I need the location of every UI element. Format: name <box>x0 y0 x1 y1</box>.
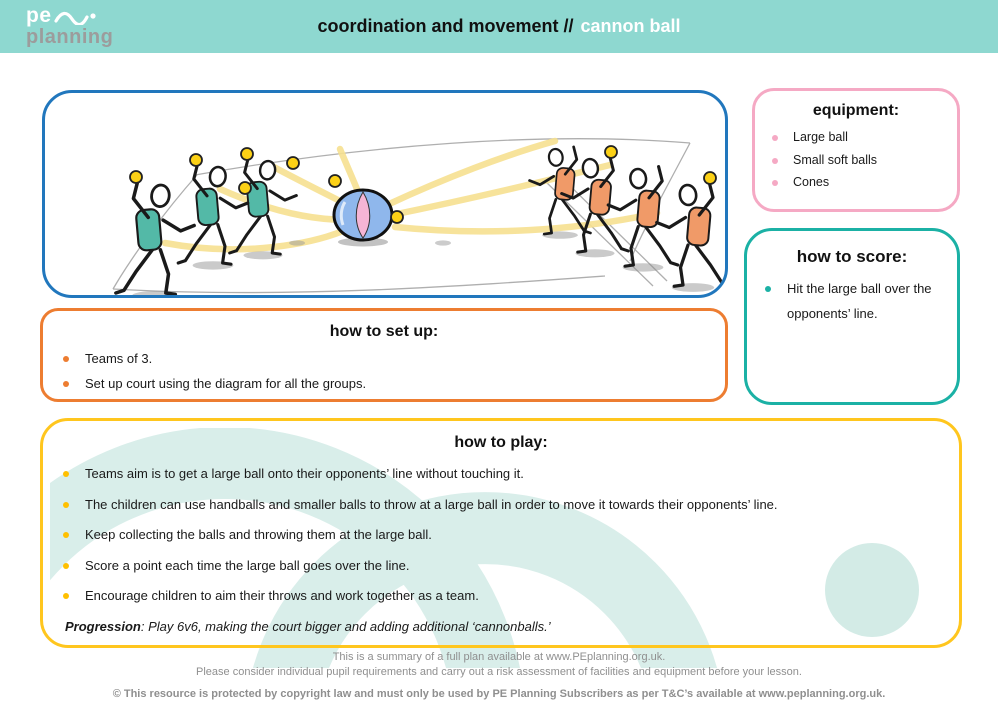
how-to-score-list: Hit the large ball over the opponents’ l… <box>747 277 957 326</box>
list-item: Teams aim is to get a large ball onto th… <box>43 466 959 481</box>
play-item: Score a point each time the large ball g… <box>85 557 410 573</box>
page-title-accent: cannon ball <box>580 16 681 36</box>
footer-copyright-line: © This resource is protected by copyrigh… <box>112 688 886 700</box>
play-item: Teams aim is to get a large ball onto th… <box>85 466 524 481</box>
list-item: Hit the large ball over the opponents’ l… <box>747 277 957 326</box>
game-illustration <box>112 137 725 295</box>
list-item: Set up court using the diagram for all t… <box>43 376 725 391</box>
progression-text: : Play 6v6, making the court bigger and … <box>140 618 551 634</box>
big-ball <box>332 188 394 247</box>
header-bar: pe planning coordination and movement //… <box>0 0 998 53</box>
list-item: Large ball <box>755 130 957 144</box>
how-to-play-list: Teams aim is to get a large ball onto th… <box>43 466 959 603</box>
list-item: Score a point each time the large ball g… <box>43 558 959 573</box>
equipment-list: Large ball Small soft balls Cones <box>755 130 957 189</box>
how-to-play-panel: how to play: Teams aim is to get a large… <box>40 418 962 648</box>
play-item: The children can use handballs and small… <box>85 496 778 512</box>
how-to-set-up-title: how to set up: <box>329 323 439 340</box>
footer: This is a summary of a full plan availab… <box>0 650 998 702</box>
how-to-set-up-panel: how to set up: Teams of 3. Set up court … <box>40 308 728 402</box>
equipment-title: equipment: <box>812 102 900 119</box>
footer-summary-line: This is a summary of a full plan availab… <box>332 651 666 663</box>
page-title-main: coordination and movement // <box>317 16 574 36</box>
illustration-panel <box>42 90 728 298</box>
setup-item: Teams of 3. <box>85 351 153 366</box>
list-item: Keep collecting the balls and throwing t… <box>43 527 959 542</box>
logo-planning-text: planning <box>26 26 114 48</box>
page-title: coordination and movement // cannon ball <box>0 0 998 53</box>
list-item: Encourage children to aim their throws a… <box>43 588 959 603</box>
play-item: Keep collecting the balls and throwing t… <box>85 527 432 542</box>
list-item: Cones <box>755 175 957 189</box>
progression-note: Progression: Play 6v6, making the court … <box>65 619 959 634</box>
setup-item: Set up court using the diagram for all t… <box>85 376 367 391</box>
logo-pe-text: pe <box>26 4 52 27</box>
pe-planning-logo: pe planning <box>26 4 113 47</box>
footer-risk-line: Please consider individual pupil require… <box>196 666 802 678</box>
how-to-set-up-list: Teams of 3. Set up court using the diagr… <box>43 351 725 391</box>
watermark-arcs-icon <box>50 428 919 668</box>
play-item: Encourage children to aim their throws a… <box>85 588 479 603</box>
how-to-score-panel: how to score: Hit the large ball over th… <box>744 228 960 405</box>
list-item: Teams of 3. <box>43 351 725 366</box>
score-item: Hit the large ball over the opponents’ l… <box>787 281 932 321</box>
equipment-panel: equipment: Large ball Small soft balls C… <box>752 88 960 212</box>
progression-label: Progression <box>65 618 141 634</box>
equipment-item: Large ball <box>793 130 848 144</box>
how-to-play-title: how to play: <box>454 434 548 451</box>
equipment-item: Small soft balls <box>793 152 878 167</box>
list-item: Small soft balls <box>755 153 957 167</box>
equipment-item: Cones <box>793 175 830 189</box>
how-to-score-title: how to score: <box>796 247 908 266</box>
logo-squiggle-icon <box>53 11 96 25</box>
list-item: The children can use handballs and small… <box>43 497 959 512</box>
